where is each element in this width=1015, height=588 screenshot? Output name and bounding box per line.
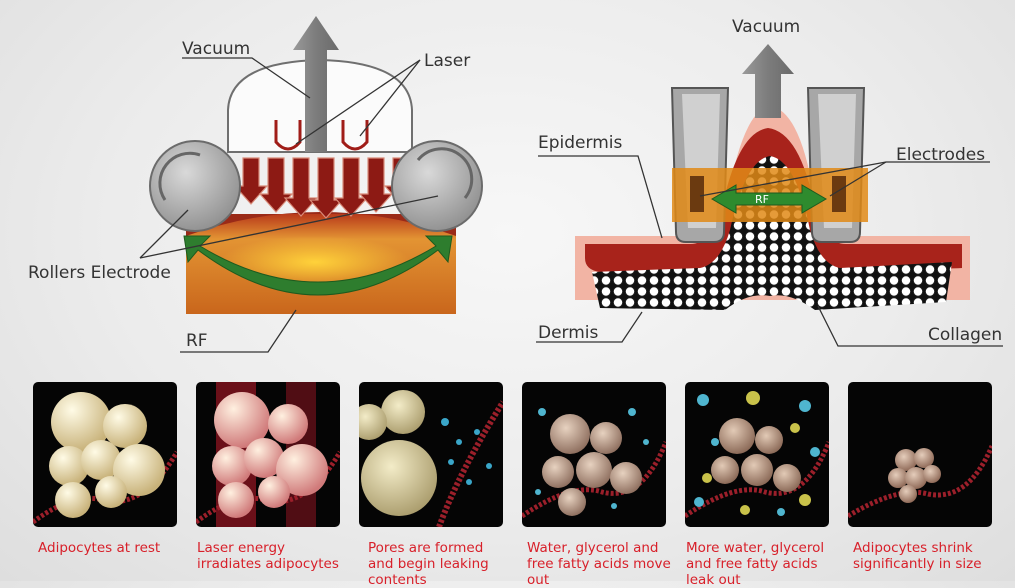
stage-6-caption: Adipocytes shrink significantly in size <box>853 540 982 572</box>
stage-5-image <box>685 382 829 527</box>
right-applicator <box>536 44 1003 347</box>
stage-1-caption: Adipocytes at rest <box>38 540 161 556</box>
right-electrode <box>832 176 846 212</box>
electrodes-label: Electrodes <box>896 145 985 165</box>
laser-beam-arrows <box>233 157 419 219</box>
stage-6-image <box>848 382 992 527</box>
left-leader-lines <box>139 57 439 353</box>
stage-3-image <box>359 382 503 527</box>
right-leader-lines <box>536 155 1003 347</box>
diagram-canvas: Vacuum Laser Rollers Electrode RF Vacuum… <box>28 16 1003 353</box>
right-roller <box>391 140 483 232</box>
stage-5-caption: More water, glycerol and free fatty acid… <box>686 540 825 588</box>
left-skin-surface <box>186 212 456 236</box>
left-roller <box>149 140 241 232</box>
left-electrode <box>690 176 704 212</box>
epidermis-label: Epidermis <box>538 133 622 153</box>
left-rf-label: RF <box>186 331 208 351</box>
right-rf-label: RF <box>755 193 769 206</box>
right-vacuum-arrow <box>742 44 794 118</box>
stage-2-image <box>196 382 340 527</box>
collagen-label: Collagen <box>928 325 1002 345</box>
right-rf-arrow <box>711 184 827 214</box>
stage-2-caption: Laser energy irradiates adipocytes <box>197 540 339 572</box>
left-applicator <box>139 16 483 353</box>
left-vacuum-arrow <box>293 16 339 152</box>
rollers-electrode-label: Rollers Electrode <box>28 263 171 283</box>
left-rf-arc <box>183 235 453 296</box>
left-vacuum-label: Vacuum <box>182 39 250 59</box>
stage-1-image <box>33 382 177 527</box>
dermis-label: Dermis <box>538 323 599 343</box>
stage-4-image <box>522 382 666 527</box>
left-laser-label: Laser <box>424 51 470 71</box>
collagen-cells <box>592 156 952 310</box>
right-vacuum-label: Vacuum <box>732 17 800 37</box>
